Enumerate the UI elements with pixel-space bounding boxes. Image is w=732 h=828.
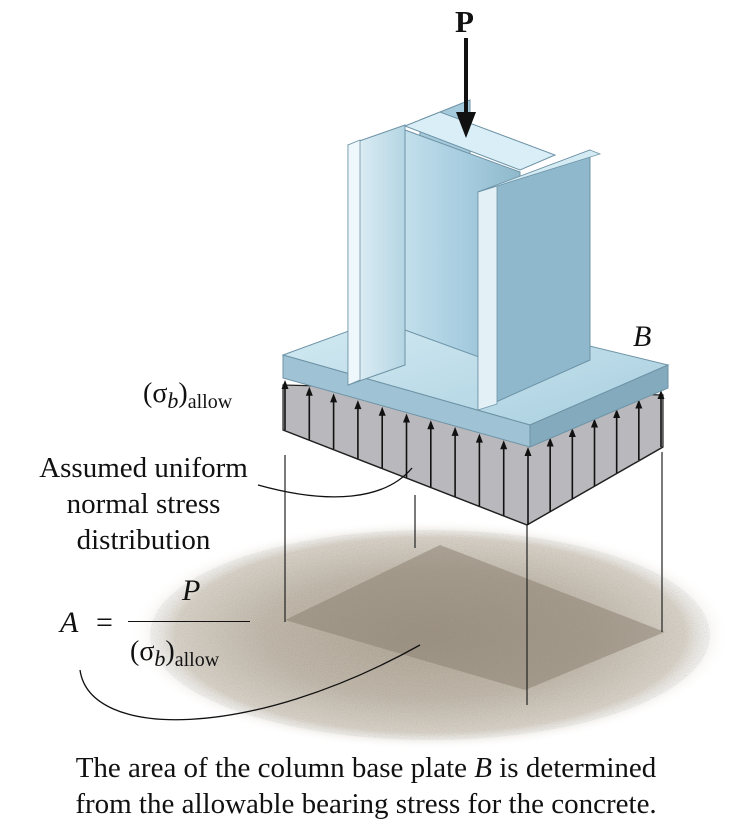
area-leader xyxy=(79,644,421,721)
projection-lines xyxy=(284,452,663,705)
stress-arrowhead xyxy=(613,409,621,418)
stress-sub-text: allow xyxy=(187,391,233,413)
stress-arrowhead xyxy=(657,390,665,399)
caption: The area of the column base plate B is d… xyxy=(0,750,732,822)
load-label: P xyxy=(455,4,474,39)
stress-arrowhead xyxy=(475,433,483,443)
assumed-stress-note: Assumed uniform normal stress distributi… xyxy=(6,450,281,558)
allowable-stress-label: (σb)allow xyxy=(143,378,232,413)
plate-label: B xyxy=(633,320,652,353)
den-sub-text: allow xyxy=(174,649,220,671)
caption-line-1: The area of the column base plate B is d… xyxy=(0,750,732,786)
stress-sub-italic: b xyxy=(167,388,179,413)
assumed-line-2: normal stress xyxy=(66,488,221,520)
stress-symbol: (σ xyxy=(143,378,168,409)
leader-lines xyxy=(79,467,421,721)
concrete-footing xyxy=(130,520,730,750)
formula-denominator: (σb)allow xyxy=(130,636,219,671)
stress-arrowhead xyxy=(354,400,362,410)
stress-arrowhead xyxy=(305,386,313,396)
load-arrow xyxy=(456,38,476,138)
formula-lhs: A xyxy=(60,606,79,639)
assumed-line-1: Assumed uniform xyxy=(39,452,248,484)
stress-arrows xyxy=(281,380,665,525)
stress-arrowhead xyxy=(427,420,435,430)
stress-arrowhead xyxy=(281,380,289,389)
stress-arrowhead xyxy=(635,399,643,409)
den-close: ) xyxy=(165,636,175,667)
fraction-bar xyxy=(128,621,250,622)
formula-equals: = xyxy=(96,606,113,639)
stress-arrowhead xyxy=(500,440,508,450)
stress-arrowhead xyxy=(378,406,386,416)
stress-close: ) xyxy=(178,378,188,409)
caption-line-1-pre: The area of the column base plate xyxy=(75,752,475,784)
stress-arrowhead xyxy=(451,426,459,436)
caption-line-1-var: B xyxy=(474,752,492,784)
column xyxy=(347,99,602,411)
stress-arrowhead xyxy=(524,447,532,456)
assumed-line-3: distribution xyxy=(76,524,211,556)
caption-line-2: from the allowable bearing stress for th… xyxy=(75,788,657,820)
assumed-leader xyxy=(257,467,413,498)
den-sub-italic: b xyxy=(154,646,166,671)
stress-arrowhead xyxy=(546,437,554,447)
stress-arrowhead xyxy=(568,428,576,437)
stress-arrowhead xyxy=(330,393,338,403)
den-symbol: (σ xyxy=(130,636,155,667)
formula-numerator: P xyxy=(182,574,201,607)
contact-area xyxy=(285,545,665,690)
stress-arrowhead xyxy=(591,418,598,428)
caption-line-1-post: is determined xyxy=(492,752,657,784)
stress-arrowhead xyxy=(403,413,410,423)
